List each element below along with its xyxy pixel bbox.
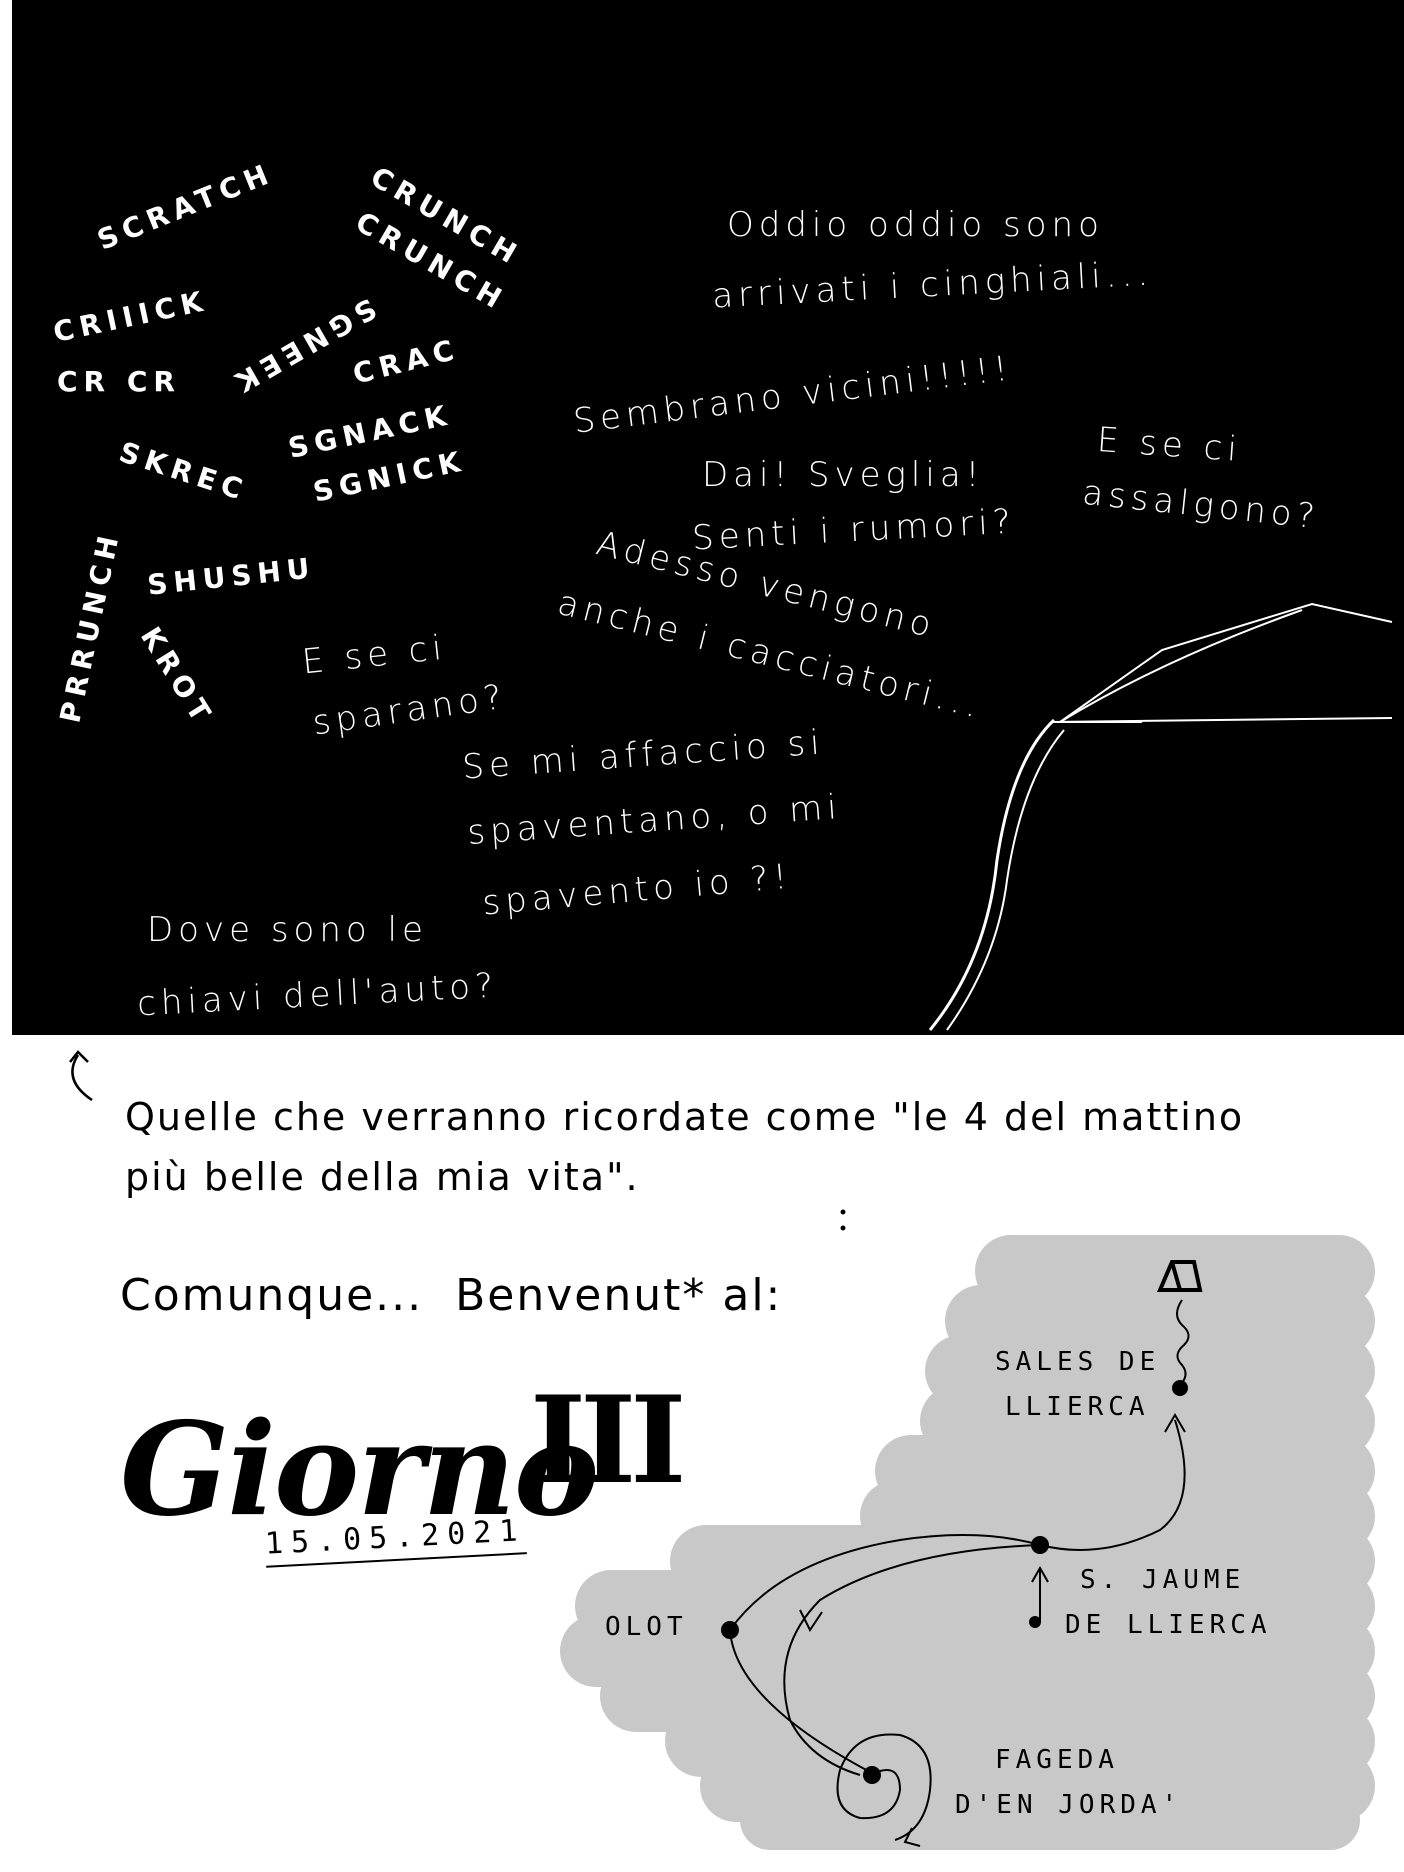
jaume-dot xyxy=(1031,1536,1049,1554)
day-title-numeral: III xyxy=(530,1370,686,1511)
night-panel: SCRATCH CRUNCH CRUNCH CRIIICK SGNEEK CR … xyxy=(12,0,1404,1035)
thought-dai-line-1: Dai! Sveglia! xyxy=(702,455,985,495)
welcome-line: Comunque... Benvenut* al: xyxy=(120,1270,783,1321)
tent-icon xyxy=(1156,1260,1203,1292)
map-label-jaume-line-2: DE LLIERCA xyxy=(1065,1610,1272,1640)
map-label-fageda-line-2: D'EN JORDA' xyxy=(955,1790,1183,1820)
tent-outline-drawing xyxy=(928,602,1393,1031)
fageda-dot xyxy=(863,1766,881,1784)
sound-crcr: CR CR xyxy=(57,365,181,398)
jaume-lower-dot xyxy=(1029,1616,1041,1628)
map-label-sales-line-1: SALES DE xyxy=(995,1347,1161,1377)
map-label-jaume-line-1: S. JAUME xyxy=(1080,1565,1246,1595)
day-title-word: Giorno xyxy=(120,1395,599,1545)
caption-line-2: più belle della mia vita". xyxy=(125,1155,640,1199)
sales-dot xyxy=(1172,1380,1188,1396)
thought-oddio-line-1: Oddio oddio sono xyxy=(727,205,1104,245)
map-label-fageda-line-1: FAGEDA xyxy=(995,1745,1119,1775)
map-label-olot: OLOT xyxy=(605,1612,688,1642)
map-label-sales-line-2: LLIERCA xyxy=(1005,1392,1150,1422)
thought-chiavi-line-1: Dove sono le xyxy=(147,910,428,950)
olot-dot xyxy=(721,1621,739,1639)
caption-line-1: Quelle che verranno ricordate come "le 4… xyxy=(125,1095,1245,1139)
map-area xyxy=(560,1235,1375,1850)
